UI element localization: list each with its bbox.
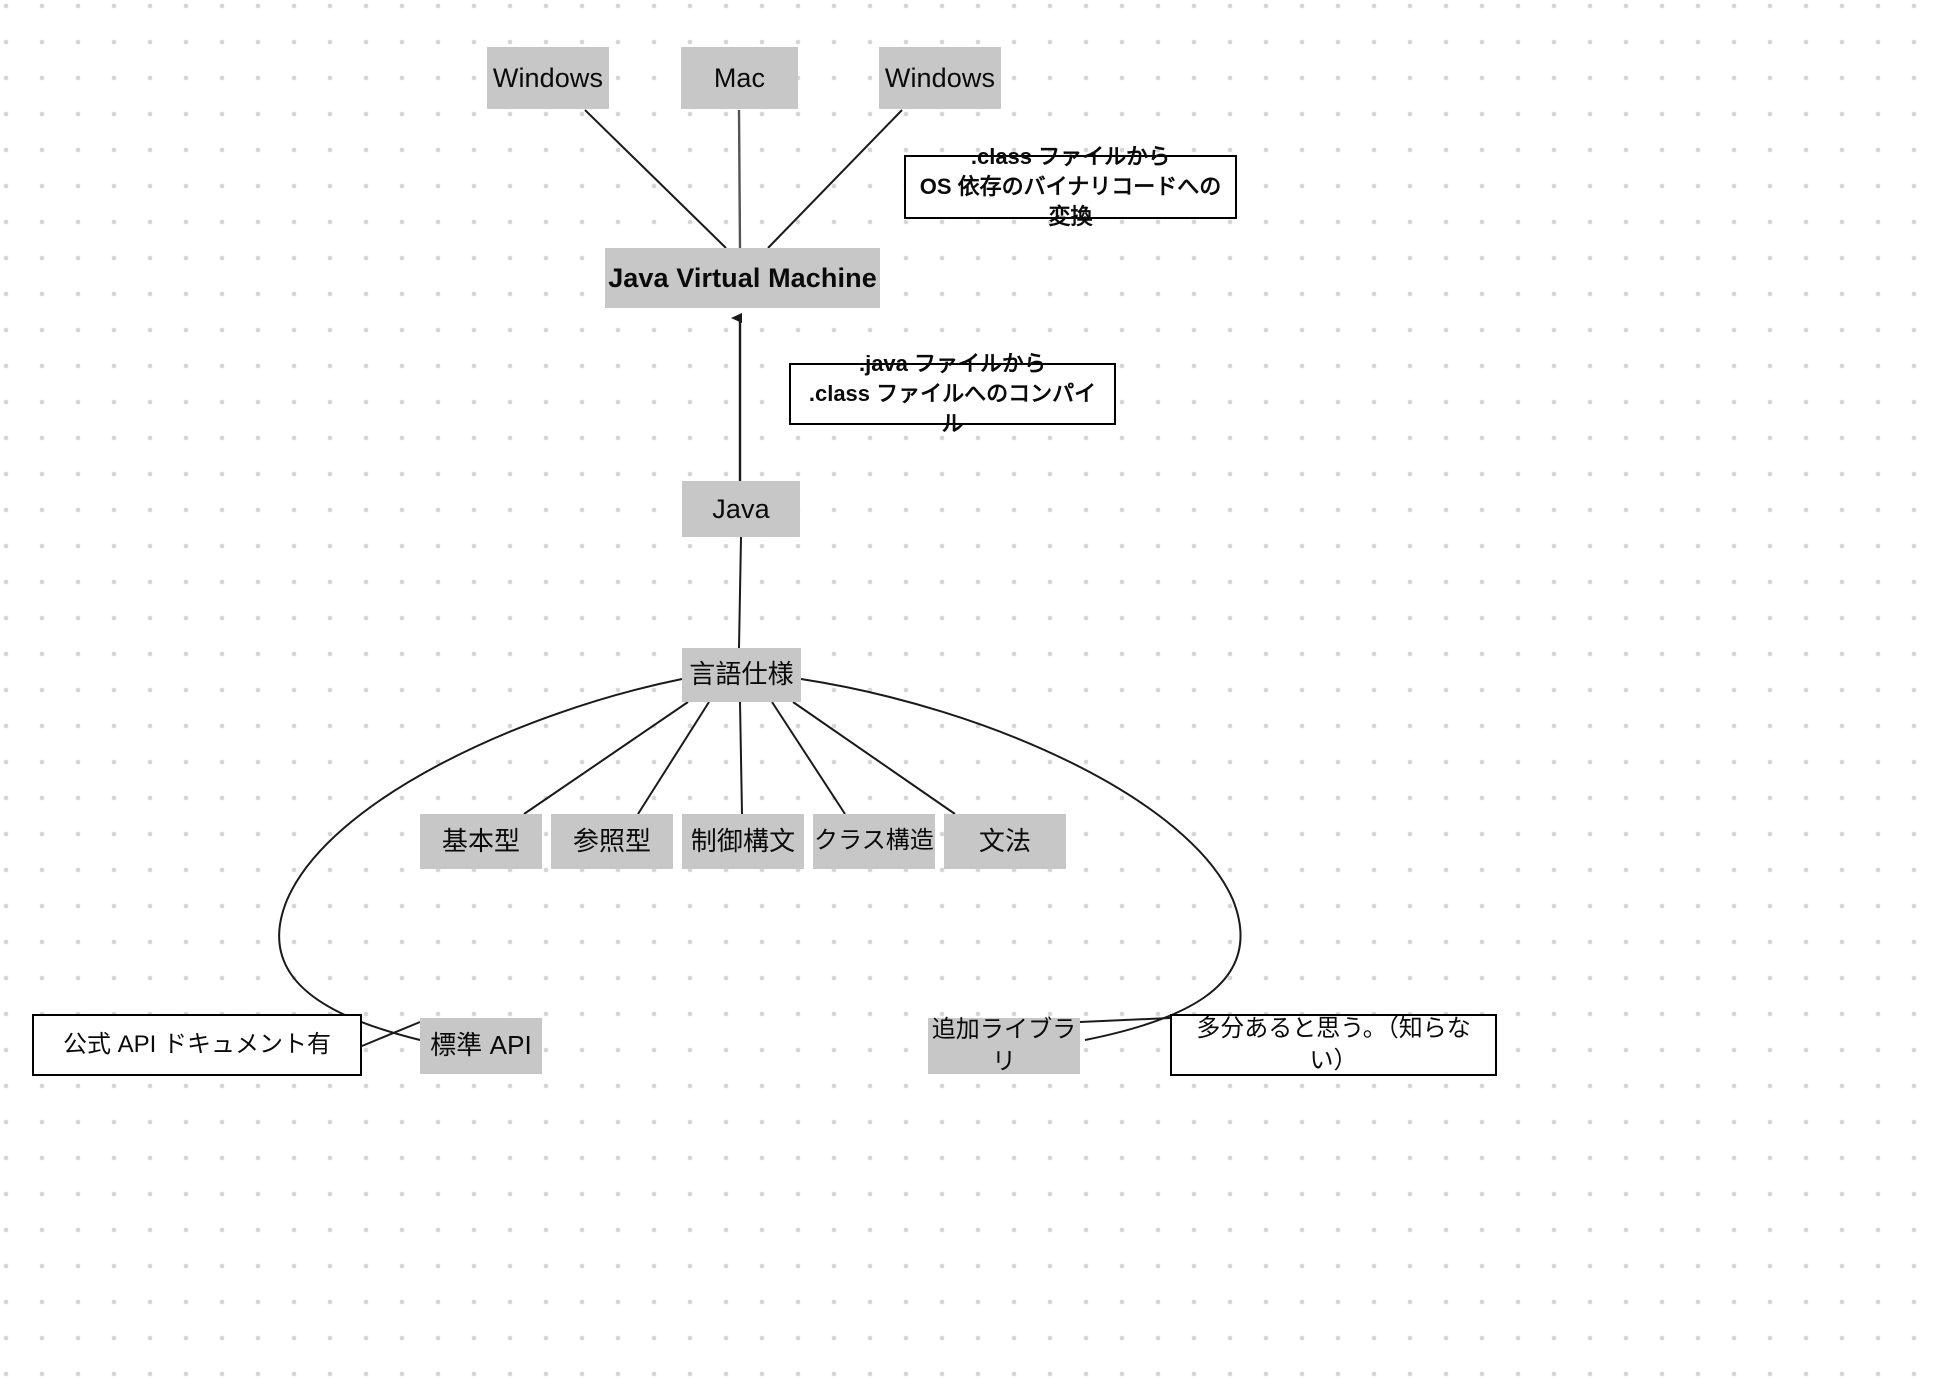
- callout-class-to-binary[interactable]: .class ファイルから OS 依存のバイナリコードへの変換: [904, 144, 1237, 229]
- node-label: Java Virtual Machine: [608, 262, 877, 293]
- node-windows-left[interactable]: Windows: [487, 47, 609, 109]
- node-grammar[interactable]: 文法: [944, 814, 1066, 869]
- node-language-specification[interactable]: 言語仕様: [682, 648, 801, 702]
- node-java-virtual-machine[interactable]: Java Virtual Machine: [605, 248, 880, 308]
- edge-jvm-to-mac: [737, 109, 742, 249]
- node-windows-right[interactable]: Windows: [879, 47, 1001, 109]
- callout-line-1: .java ファイルから: [858, 351, 1047, 377]
- callout-java-to-class[interactable]: .java ファイルから .class ファイルへのコンパイル: [789, 351, 1116, 436]
- node-label: クラス構造: [813, 827, 935, 855]
- edge-standard-api-to-official-api-doc: [361, 1021, 421, 1047]
- node-class-structure[interactable]: クラス構造: [813, 814, 935, 869]
- edge-jvm-to-windows-right: [767, 109, 903, 249]
- node-standard-api[interactable]: 標準 API: [420, 1018, 542, 1074]
- node-label: Windows: [884, 62, 996, 93]
- callout-probably-exists[interactable]: 多分あると思う。（知らない）: [1170, 1014, 1497, 1076]
- callout-official-api-doc[interactable]: 公式 API ドキュメント有: [32, 1014, 362, 1076]
- node-label: 文法: [978, 825, 1032, 856]
- node-label: Mac: [713, 62, 766, 93]
- node-label: Windows: [492, 62, 604, 93]
- callout-line-1: .class ファイルから: [970, 144, 1171, 170]
- node-label: 制御構文: [690, 825, 796, 856]
- node-label: 基本型: [441, 825, 521, 856]
- node-label: Java: [712, 493, 770, 524]
- node-label: 参照型: [572, 825, 652, 856]
- edge-additional-library-to-probably-exists: [1079, 1017, 1171, 1023]
- callout-line-2: OS 依存のバイナリコードへの変換: [919, 174, 1222, 229]
- callout-text: 公式 API ドキュメント有: [62, 1030, 332, 1058]
- node-label: 追加ライブラリ: [931, 1015, 1077, 1075]
- edge-jvm-to-windows-left: [584, 109, 727, 249]
- edge-lang-spec-to-grammar: [792, 701, 956, 815]
- node-additional-library[interactable]: 追加ライブラリ: [928, 1016, 1080, 1075]
- edge-lang-spec-to-java: [738, 536, 742, 649]
- node-control-syntax[interactable]: 制御構文: [682, 814, 804, 869]
- edge-lang-spec-to-class-structure: [771, 701, 846, 815]
- edge-lang-spec-to-reference-type: [637, 701, 710, 815]
- callout-text: 多分あると思う。（知らない）: [1196, 1014, 1471, 1074]
- edge-lang-spec-to-control-syntax: [739, 701, 743, 815]
- node-label: 標準 API: [430, 1030, 532, 1061]
- callout-line-2: .class ファイルへのコンパイル: [808, 381, 1097, 436]
- node-reference-type[interactable]: 参照型: [551, 814, 673, 869]
- node-java[interactable]: Java: [682, 481, 800, 537]
- node-mac[interactable]: Mac: [681, 47, 798, 109]
- edge-lang-spec-to-primitive-type: [523, 701, 689, 815]
- node-primitive-type[interactable]: 基本型: [420, 814, 542, 869]
- node-label: 言語仕様: [689, 659, 794, 690]
